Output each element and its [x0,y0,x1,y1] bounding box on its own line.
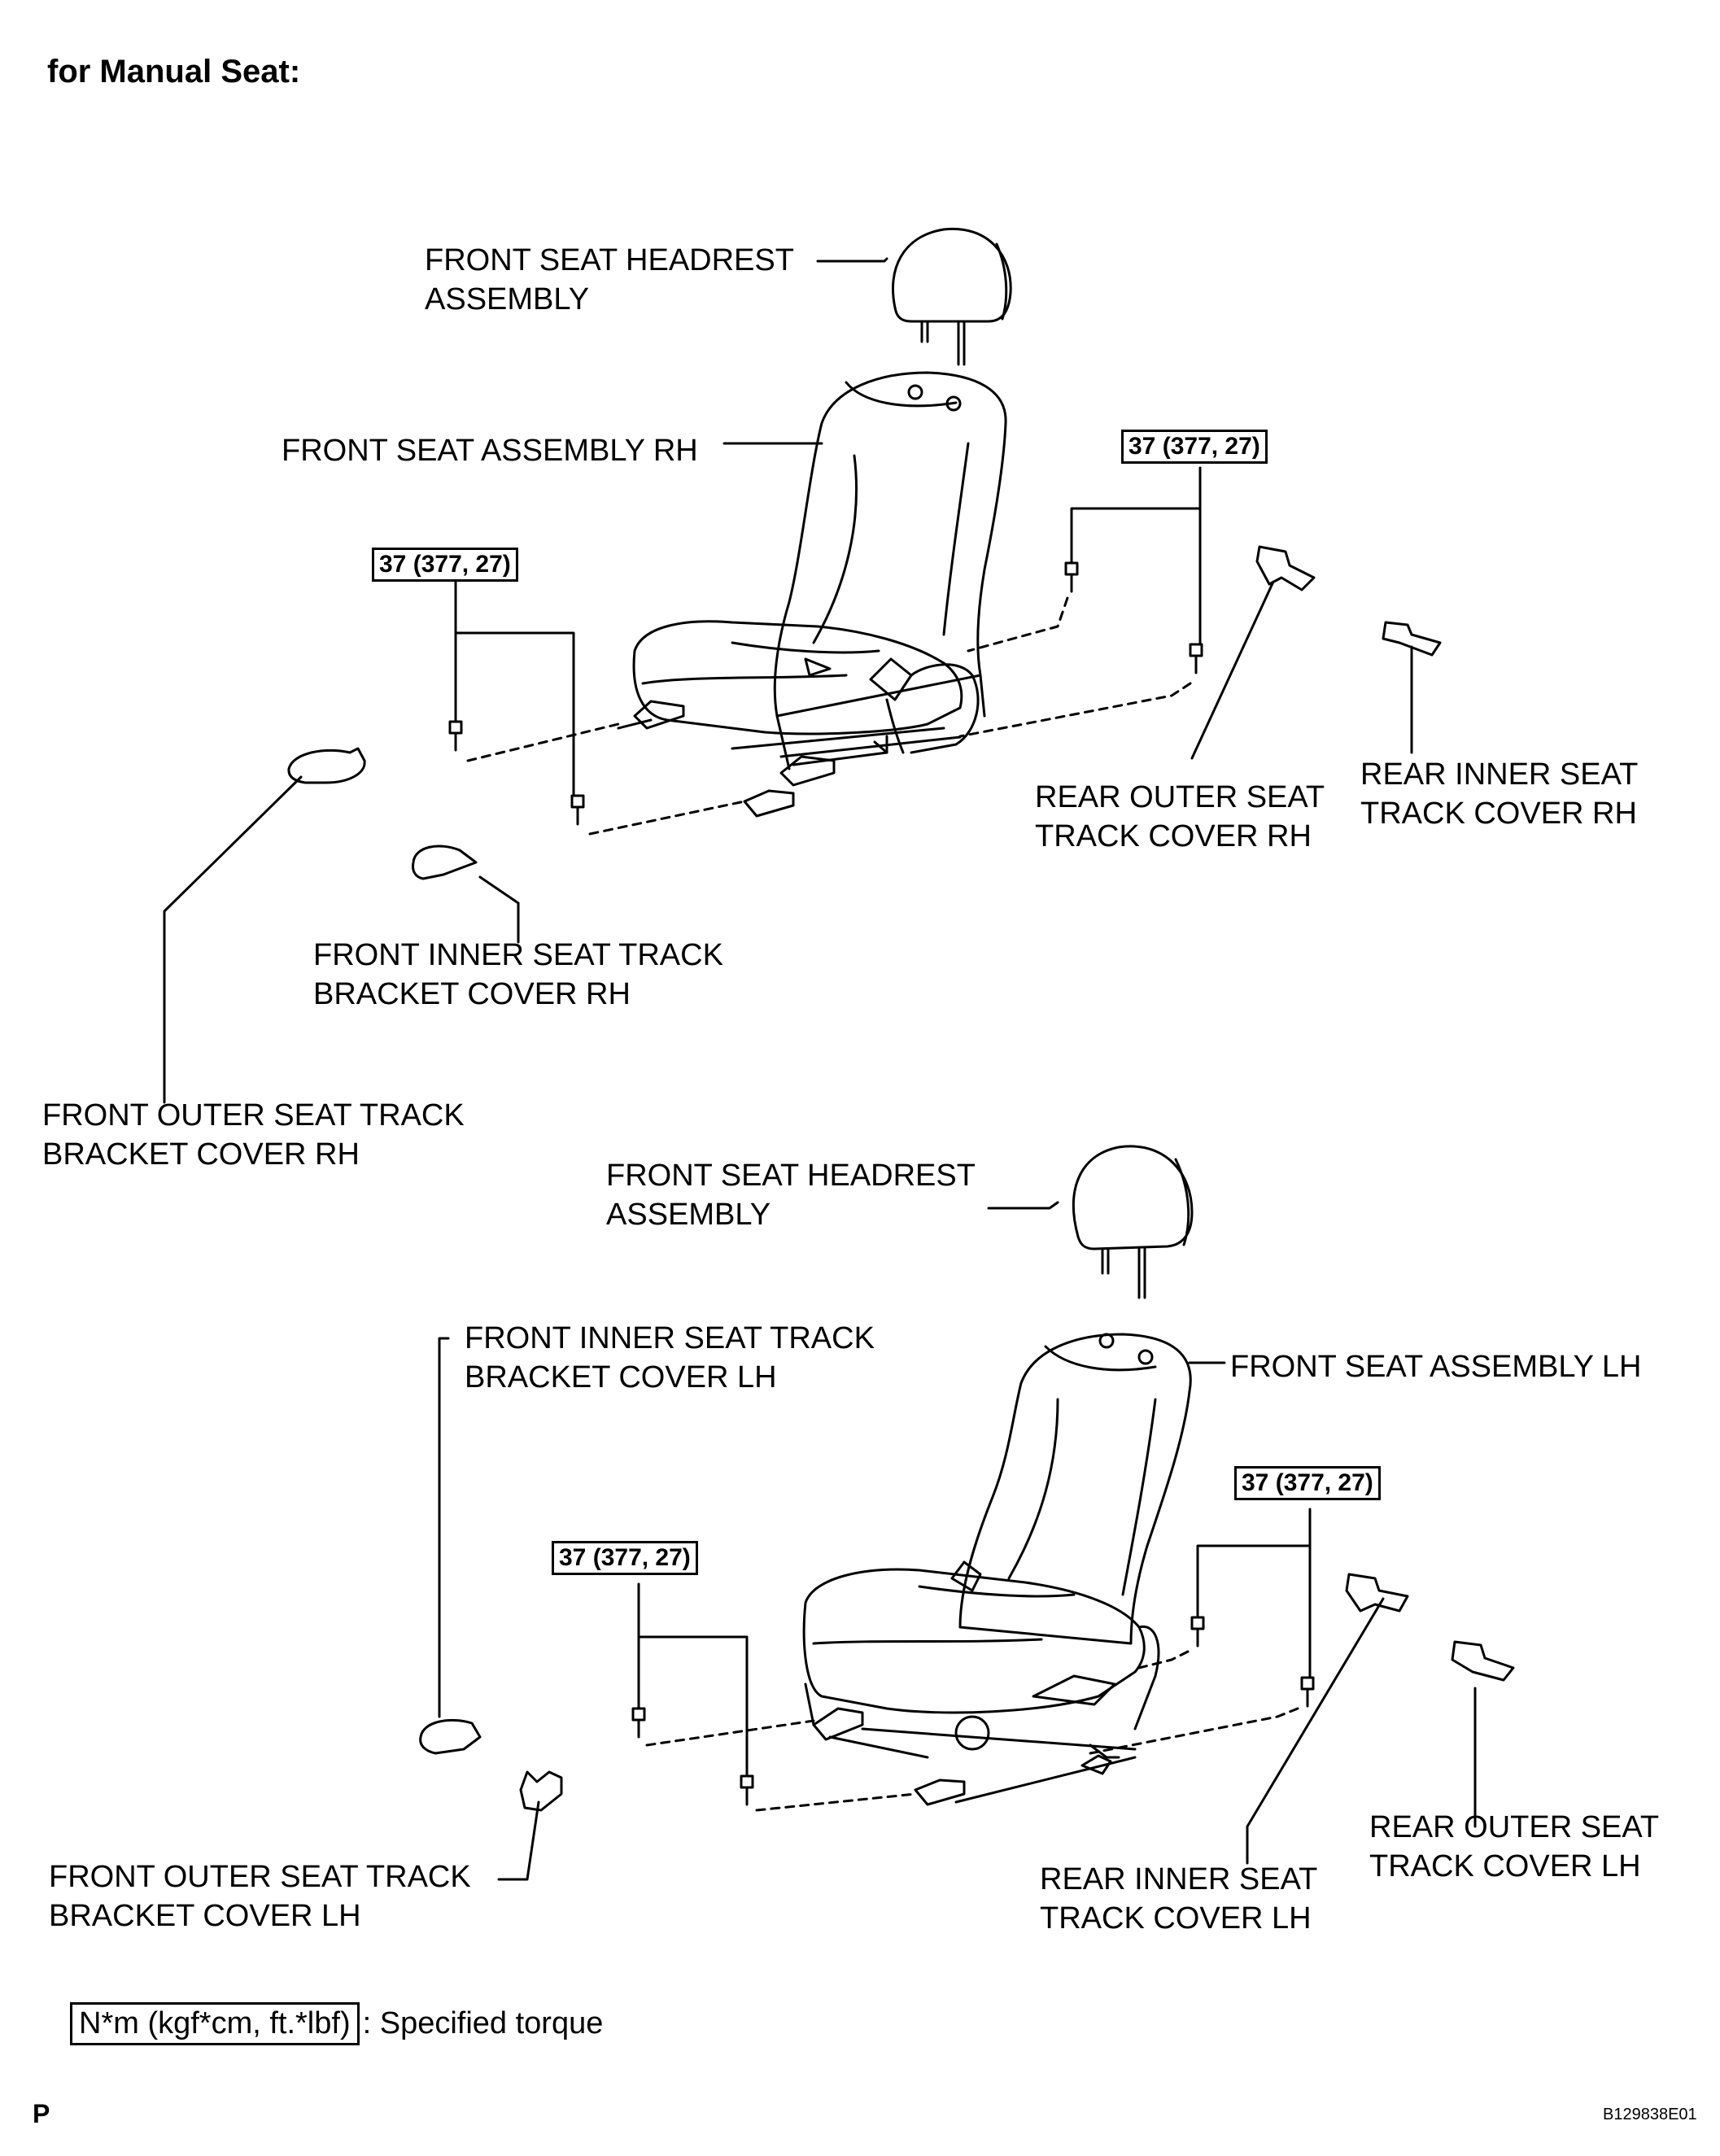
label-front-outer-rh-line1: FRONT OUTER SEAT TRACK [42,1098,465,1133]
label-front-inner-cover-lh: FRONT INNER SEAT TRACK BRACKET COVER LH [465,1319,875,1397]
label-front-inner-lh-line2: BRACKET COVER LH [465,1360,777,1394]
label-rear-inner-lh-line2: TRACK COVER LH [1040,1901,1312,1936]
torque-box-rh-left: 37 (377, 27) [372,548,518,582]
diagram-title: for Manual Seat: [47,54,301,89]
label-front-outer-lh-line1: FRONT OUTER SEAT TRACK [49,1860,471,1894]
label-front-inner-rh-line1: FRONT INNER SEAT TRACK [313,938,723,972]
label-rear-outer-rh-line2: TRACK COVER RH [1035,819,1312,853]
label-rear-outer-cover-rh: REAR OUTER SEAT TRACK COVER RH [1035,778,1325,856]
covers-lh-drawing [419,1573,1515,1812]
label-front-outer-cover-lh: FRONT OUTER SEAT TRACK BRACKET COVER LH [49,1857,471,1936]
label-rear-inner-rh-line2: TRACK COVER RH [1360,796,1637,831]
label-seat-assembly-lh: FRONT SEAT ASSEMBLY LH [1230,1350,1642,1384]
covers-rh-drawing [287,545,1442,880]
label-front-outer-rh-line2: BRACKET COVER RH [42,1137,360,1172]
bolts-lh-drawing [631,1616,1315,1806]
label-rear-outer-cover-lh: REAR OUTER SEAT TRACK COVER LH [1369,1808,1659,1886]
label-headrest-rh-line1: FRONT SEAT HEADREST [425,243,794,277]
seat-lh-drawing [802,1333,1192,1806]
leaders-rh [163,257,1413,1104]
label-headrest-lh-line2: ASSEMBLY [606,1198,771,1232]
headrest-rh-drawing [892,227,1012,366]
label-rear-outer-lh-line1: REAR OUTER SEAT [1369,1810,1660,1844]
label-rear-inner-cover-lh: REAR INNER SEAT TRACK COVER LH [1040,1860,1317,1938]
legend-text: : Specified torque [362,2006,604,2040]
torque-box-lh-right: 37 (377, 27) [1234,1466,1381,1500]
torque-legend: N*m (kgf*cm, ft.*lbf) : Specified torque [70,2002,603,2045]
label-rear-outer-lh-line2: TRACK COVER LH [1369,1849,1641,1883]
label-rear-outer-rh-line1: REAR OUTER SEAT [1035,780,1325,814]
leaders-lh [438,1201,1477,1881]
label-rear-inner-cover-rh: REAR INNER SEAT TRACK COVER RH [1360,755,1638,833]
label-rear-inner-lh-line1: REAR INNER SEAT [1040,1862,1318,1896]
label-headrest-lh: FRONT SEAT HEADREST ASSEMBLY [606,1156,976,1234]
label-seat-assembly-rh: FRONT SEAT ASSEMBLY RH [282,434,698,468]
label-front-inner-cover-rh: FRONT INNER SEAT TRACK BRACKET COVER RH [313,936,723,1014]
bolt-paths-rh [466,596,1192,836]
seat-rh-drawing [617,371,1007,818]
bolt-paths-lh [645,1650,1299,1812]
label-rear-inner-rh-line1: REAR INNER SEAT [1360,757,1639,792]
label-front-outer-lh-line2: BRACKET COVER LH [49,1899,361,1933]
figure-code: B129838E01 [1603,2106,1697,2123]
label-front-inner-rh-line2: BRACKET COVER RH [313,977,631,1011]
torque-box-rh-right: 37 (377, 27) [1121,430,1268,464]
label-front-outer-cover-rh: FRONT OUTER SEAT TRACK BRACKET COVER RH [42,1096,465,1174]
label-front-inner-lh-line1: FRONT INNER SEAT TRACK [465,1321,875,1355]
torque-box-lh-left: 37 (377, 27) [552,1541,698,1575]
label-headrest-rh: FRONT SEAT HEADREST ASSEMBLY [425,241,794,319]
label-headrest-lh-line1: FRONT SEAT HEADREST [606,1159,976,1193]
page-mark: P [33,2099,50,2128]
legend-unit-box: N*m (kgf*cm, ft.*lbf) [70,2002,360,2045]
headrest-lh-drawing [1072,1145,1194,1299]
label-headrest-rh-line2: ASSEMBLY [425,282,590,316]
